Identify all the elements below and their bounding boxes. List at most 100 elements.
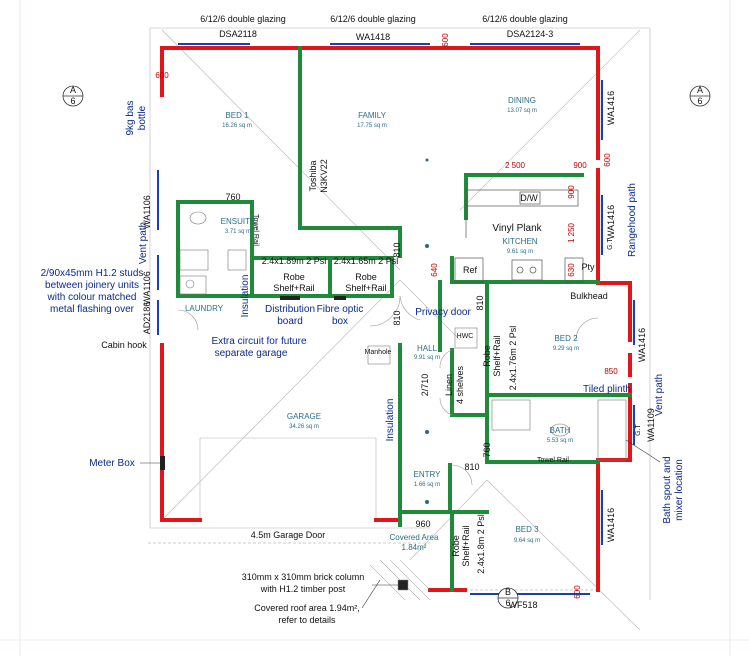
meter-box-label: Meter Box: [89, 458, 135, 469]
dim-960: 960: [415, 519, 430, 529]
window-wa1106-a: WA1106: [142, 195, 152, 229]
section-marker-right-letter: A: [697, 85, 703, 95]
dim-810-b: 810: [392, 310, 402, 325]
dim-850: 850: [604, 367, 618, 376]
studs-note-3: with colour matched: [47, 292, 137, 303]
studs-note-4: metal flashing over: [50, 304, 135, 315]
dim-1250: 1 250: [567, 222, 576, 243]
robe1-dim: 2.4x1.89m 2 Psl: [262, 256, 327, 266]
robe3-dim: 2.4x1.76m 2 Psl: [508, 326, 518, 391]
pantry-label: Pty: [581, 262, 595, 272]
bath-spout-leader: [625, 439, 661, 463]
room-kitchen-name: KITCHEN: [502, 237, 537, 246]
window-wa1416-r3: WA1416: [637, 328, 647, 362]
covered-roof-leader: [361, 579, 381, 609]
window-wa1416-r2: WA1416: [606, 205, 616, 239]
room-bed3-name: BED 3: [515, 525, 539, 534]
dashed-lines: [148, 542, 600, 591]
room-bath-area: 5.53 sq m: [547, 438, 573, 444]
studs-note-2: between joinery units: [45, 280, 139, 291]
room-garage-area: 34.26 sq m: [289, 424, 319, 430]
dim-600-left: 600: [155, 71, 169, 80]
distribution-board-1: Distribution: [265, 304, 315, 315]
section-marker-left-letter: A: [70, 85, 76, 95]
window-wa1109: WA1109: [646, 408, 656, 442]
dim-600-top: 600: [441, 33, 450, 47]
insulation-garage: Insulation: [385, 399, 396, 442]
roof-lines: [149, 27, 651, 631]
extra-circuit-2: separate garage: [215, 348, 288, 359]
room-family-name: FAMILY: [358, 111, 387, 120]
gas-bottle-label-1: 9kg bas: [125, 100, 136, 135]
dim-810-c: 810: [475, 295, 485, 310]
bathroom-fittings: [179, 211, 627, 461]
bath-spout-2: mixer location: [674, 459, 685, 521]
room-covered-area: 1.84m²: [402, 543, 427, 552]
room-covered-name: Covered Area: [390, 533, 439, 542]
robe1-shelf: Shelf+Rail: [273, 283, 314, 293]
robe2-label: Robe: [355, 272, 377, 282]
dim-760-b: 760: [482, 442, 492, 457]
robe2-dim: 2.4x1.65m 2 Psl: [334, 256, 399, 266]
vinyl-plank-label: Vinyl Plank: [492, 223, 542, 234]
distribution-board-2: board: [277, 316, 303, 327]
room-dining-name: DINING: [508, 96, 536, 105]
linen-label-1: Linen: [444, 374, 454, 396]
brick-column-1: 310mm x 310mm brick column: [242, 572, 365, 582]
room-hall-area: 9.91 sq m: [414, 355, 440, 361]
glazing-label-right: 6/12/6 double glazing: [482, 14, 568, 24]
existing-walls: [160, 46, 632, 592]
section-marker-left-num: 6: [70, 96, 75, 106]
room-entry-area: 1.66 sq m: [414, 482, 440, 488]
window-wa1106-b: WA1106: [142, 271, 152, 305]
covered-roof-2: refer to details: [278, 615, 336, 625]
robe3-shelf: Shelf+Rail: [492, 335, 502, 376]
door-swings: [177, 295, 599, 486]
room-bed1-area: 16.26 sq m: [222, 123, 252, 129]
room-hall-name: HALL: [417, 344, 438, 353]
fibre-optic-1: Fibre optic: [317, 304, 364, 315]
room-laundry-name: LAUNDRY: [185, 304, 224, 313]
fibre-box-symbol: [334, 296, 346, 300]
brick-column-2: with H1.2 timber post: [260, 584, 346, 594]
gas-bottle-label-2: bottle: [137, 105, 148, 130]
gt-label-2: G.T: [635, 423, 642, 435]
robe4-label: Robe: [451, 535, 461, 557]
towel-rail-ensuite: Towel Rail: [252, 214, 259, 246]
robe2-shelf: Shelf+Rail: [345, 283, 386, 293]
section-marker-bottom-num: 6: [505, 598, 510, 608]
room-kitchen-area: 9.61 sq m: [507, 249, 533, 255]
room-bed2-name: BED 2: [554, 334, 578, 343]
dim-630: 630: [567, 263, 576, 277]
fridge-label: Ref: [463, 265, 478, 275]
room-dining-area: 13.07 sq m: [507, 108, 537, 114]
section-markers: [62, 85, 711, 609]
insulation-top: Insulation: [240, 275, 251, 318]
room-bath-name: BATH: [550, 426, 571, 435]
extra-circuit-1: Extra circuit for future: [211, 336, 306, 347]
robe3-label: Robe: [482, 345, 492, 367]
covered-area-hatch: [369, 559, 431, 601]
room-ensuite-name: ENSUITE: [221, 217, 256, 226]
dim-2500: 2 500: [505, 161, 526, 170]
bulkhead-label: Bulkhead: [570, 291, 608, 301]
kitchen-fittings: [454, 189, 584, 283]
manhole-symbol: [367, 345, 391, 365]
robe4-dim: 2.4x1.8m 2 Psl: [476, 514, 486, 574]
bath-spout-1: Bath spout and: [662, 456, 673, 523]
window-ad2186: AD2186: [142, 302, 152, 335]
gt-label-1: G.T: [607, 237, 614, 249]
section-marker-bottom-letter: B: [505, 587, 511, 597]
vent-path-left: Vent path: [138, 222, 149, 264]
toshiba-label-2: N3KV22: [319, 159, 329, 193]
new-walls: [176, 46, 632, 592]
fibre-optic-2: box: [332, 316, 348, 327]
toshiba-label-1: Toshiba: [308, 160, 318, 191]
window-bars: [157, 43, 635, 595]
dim-760-ensuite: 760: [225, 192, 240, 202]
window-wf518: WF518: [508, 600, 537, 610]
dishwasher-label: D/W: [520, 193, 538, 203]
room-garage-name: GARAGE: [287, 412, 321, 421]
dim-900-b: 900: [567, 185, 576, 199]
